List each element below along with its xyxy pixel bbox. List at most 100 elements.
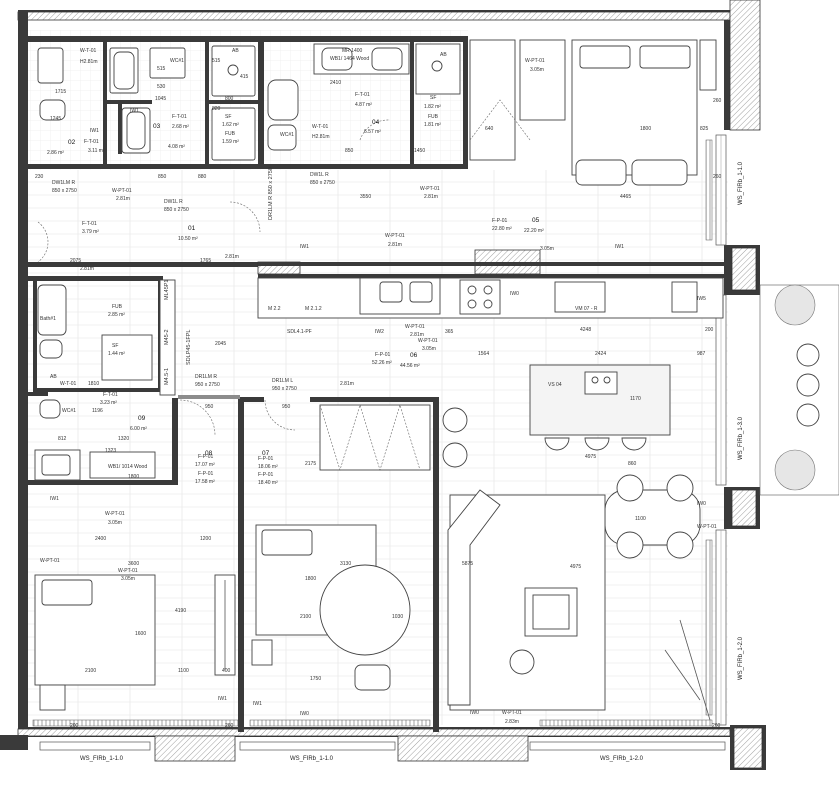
label: WC#1 <box>62 408 76 414</box>
label: 4975 <box>570 564 581 570</box>
label: WB1/ 1464 Wood <box>330 56 369 62</box>
label: 2.86 m² <box>47 150 64 156</box>
label: Bath#1 <box>40 316 56 322</box>
label: IW0 <box>510 291 519 297</box>
label: H2.81m <box>80 59 98 65</box>
label: 4465 <box>620 194 631 200</box>
label: 950 x 2750 <box>195 382 220 388</box>
room-labels: W-T-01 H2.81m 1245 1715 02 F-T-01 2.86 m… <box>35 48 744 762</box>
label: WC#1 <box>170 58 184 64</box>
label: 3.11 m² <box>88 148 105 154</box>
label: 820 <box>212 106 221 112</box>
label: SDL4.1-PF <box>287 329 312 335</box>
label: SF <box>112 343 118 349</box>
label: F-P-01 <box>258 456 274 462</box>
label: DW1L R <box>310 172 329 178</box>
label: M 2.2 <box>268 306 281 312</box>
label: 3550 <box>360 194 371 200</box>
label: 2410 <box>330 80 341 86</box>
label: 4190 <box>175 608 186 614</box>
label: DW1LM R <box>52 180 75 186</box>
label: 2.81m <box>80 266 94 272</box>
label: 800 <box>225 96 234 102</box>
label: 3.05m <box>121 576 135 582</box>
label: 2100 <box>85 668 96 674</box>
label: F-P-01 <box>258 472 274 478</box>
label: DW1L R <box>164 199 183 205</box>
label: 1450 <box>414 148 425 154</box>
interior-walls <box>28 36 728 732</box>
label: 1100 <box>178 668 189 674</box>
room-code: 08 <box>205 450 213 457</box>
top-bathroom-fixtures <box>37 43 461 161</box>
label: IW1 <box>130 108 139 114</box>
label: W-PT-01 <box>502 710 522 716</box>
kitchen <box>257 277 724 468</box>
label: F-T-01 <box>103 392 118 398</box>
label: 1200 <box>200 536 211 542</box>
label: 812 <box>58 436 67 442</box>
label: ML45P1 <box>164 280 170 301</box>
label: 2100 <box>300 614 311 620</box>
label: 18.40 m² <box>258 480 278 486</box>
label: 1715 <box>55 89 66 95</box>
label: 1750 <box>310 676 321 682</box>
label: IW1 <box>218 696 227 702</box>
label: 3130 <box>340 561 351 567</box>
label: 2045 <box>215 341 226 347</box>
label: 5875 <box>462 561 473 567</box>
label: FUB <box>225 131 236 137</box>
label: 850 x 2750 <box>164 207 189 213</box>
label: M45-2 <box>164 329 170 345</box>
label: IW1 <box>300 244 309 250</box>
label: W-T-01 <box>312 124 329 130</box>
label: 1810 <box>88 381 99 387</box>
label: 2.81m <box>410 332 424 338</box>
label: 18.06 m² <box>258 464 278 470</box>
label: DR1LM R 850 x 2750 <box>268 167 274 220</box>
label: VS 04 <box>548 382 562 388</box>
label: W-PT-01 <box>697 524 717 530</box>
label: 260 <box>712 723 721 729</box>
label: F-P-01 <box>198 471 214 477</box>
label: W-PT-01 <box>405 324 425 330</box>
label: 2.81m <box>225 254 239 260</box>
label: F-T-01 <box>355 92 370 98</box>
room-code: 05 <box>532 217 540 224</box>
label: F-T-01 <box>172 114 187 120</box>
label: IW0 <box>470 710 479 716</box>
living-room-furniture <box>447 474 711 721</box>
label: IW1 <box>90 128 99 134</box>
label: 3600 <box>128 561 139 567</box>
bedroom-07-furniture <box>251 403 431 691</box>
label: WS_FIRb_1-2.0 <box>600 756 644 762</box>
label: 1800 <box>640 126 651 132</box>
label: 365 <box>445 329 454 335</box>
label: 1.59 m² <box>222 139 239 145</box>
label: 515 <box>212 58 221 64</box>
label: W-PT-01 <box>40 558 60 564</box>
label: 825 <box>700 126 709 132</box>
label: 260 <box>225 723 234 729</box>
label: SF <box>430 95 436 101</box>
label: 1196 <box>92 408 103 414</box>
label: WB1/ 1014 Wood <box>108 464 147 470</box>
room-code: 07 <box>262 450 270 457</box>
label: AB <box>50 374 57 380</box>
label: F-P-01 <box>198 454 214 460</box>
label: 1323 <box>105 448 116 454</box>
label: W-PT-01 <box>105 511 125 517</box>
label: DR1LM R <box>195 374 217 380</box>
label: 640 <box>485 126 494 132</box>
label: 950 x 2750 <box>272 386 297 392</box>
label: W-T-01 <box>80 48 97 54</box>
label: IW2 <box>375 329 384 335</box>
label: IW5 <box>697 296 706 302</box>
label: 200 <box>70 723 79 729</box>
label: F-T-01 <box>84 139 99 145</box>
label: 1100 <box>635 516 646 522</box>
label: 17.58 m² <box>195 479 215 485</box>
label: 1.82 m² <box>424 104 441 110</box>
label: 260 <box>713 174 722 180</box>
label: 850 <box>345 148 354 154</box>
